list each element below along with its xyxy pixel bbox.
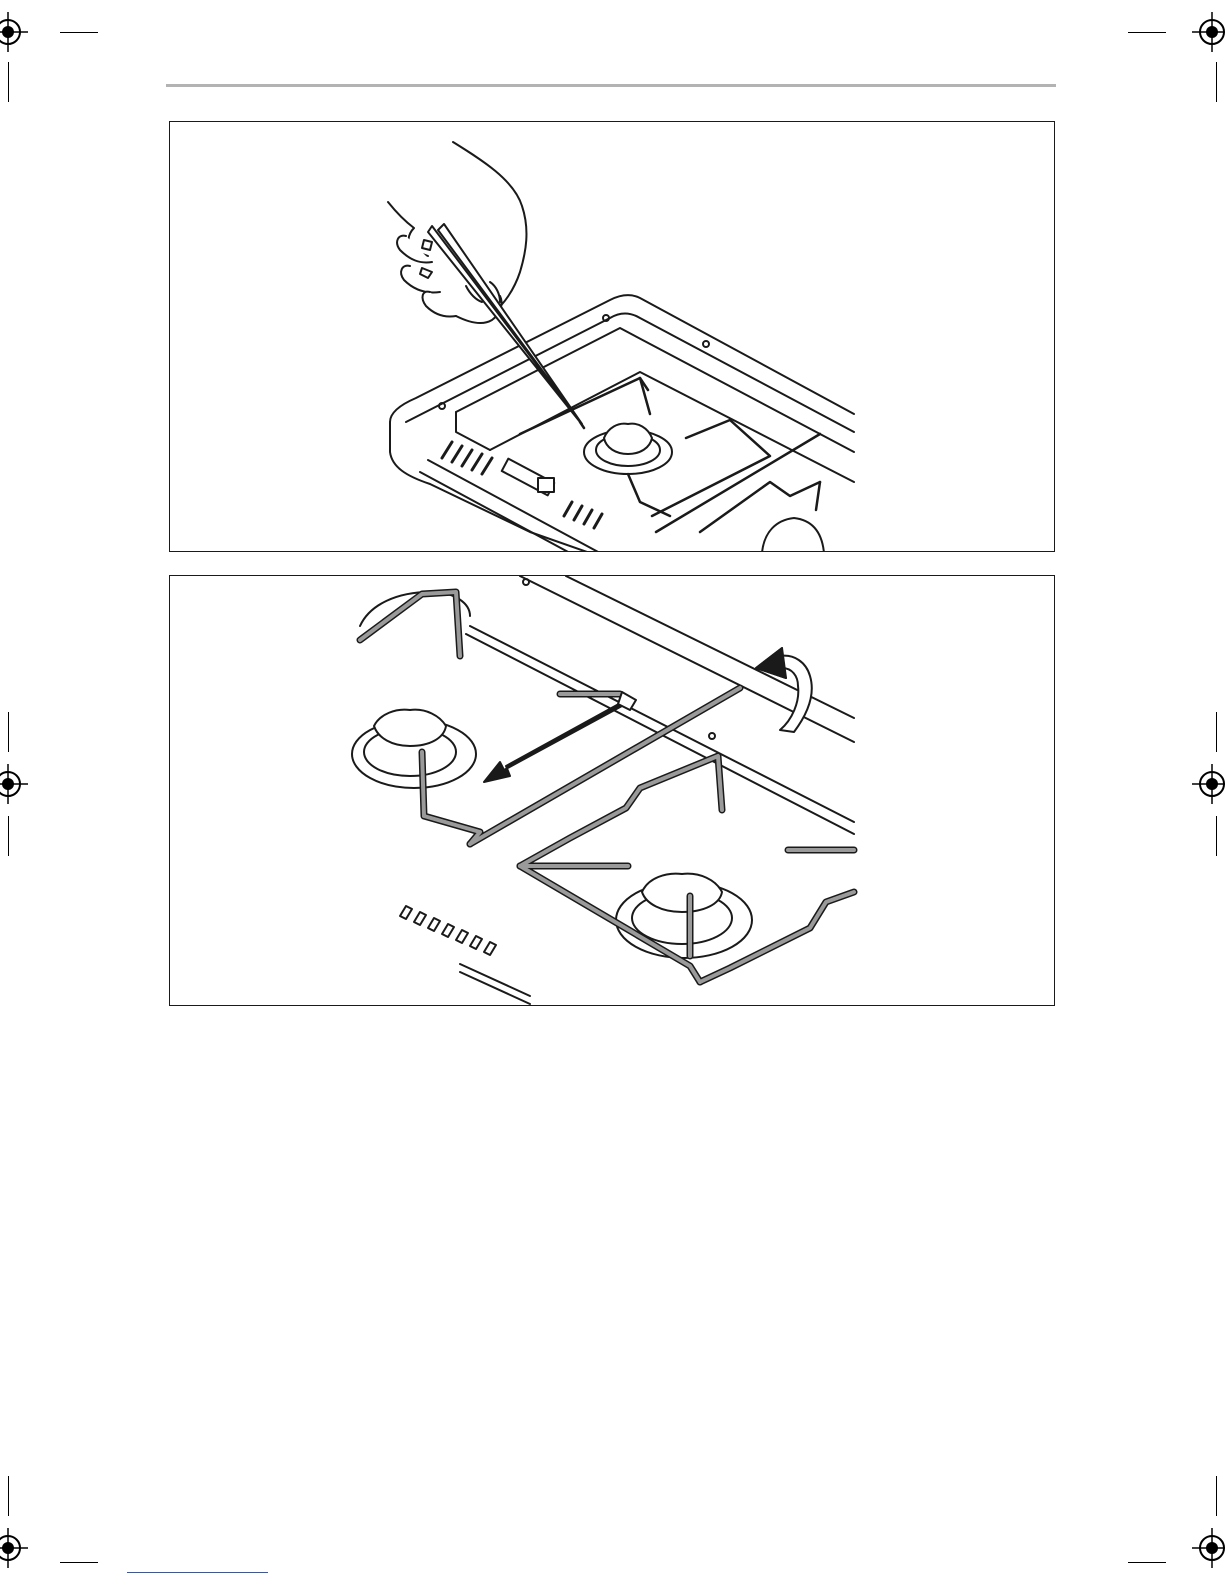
trim-line [1216,712,1217,752]
trim-line [8,62,9,102]
hob-control-strip-top [428,460,600,552]
hand-icon [388,142,526,323]
ignition-knob [538,478,554,492]
second-burner [762,518,824,552]
burner-cap [374,710,446,746]
trim-line [8,1476,9,1516]
footer-link-underline[interactable] [127,1572,268,1573]
registration-mark-icon [1192,764,1225,804]
pan-support-illustration [170,576,1055,1006]
fixing-hole [439,403,445,409]
vent-slots [442,442,602,528]
trim-line [8,816,9,856]
cleaning-burner-illustration [170,122,1055,552]
registration-mark-icon [0,1528,28,1568]
rotate-arrow-icon [756,648,812,732]
trim-line [1128,1562,1166,1563]
trim-line [1216,62,1217,102]
hob-recess-left [456,412,490,450]
vent-slots [400,906,530,1004]
trim-line [60,1562,98,1563]
hob-inner-edge [406,314,854,433]
registration-mark-icon [0,764,28,804]
registration-mark-icon [0,12,28,52]
header-rule [166,84,1056,87]
trim-line [8,712,9,752]
fixing-hole [709,733,715,739]
trim-line [1216,1476,1217,1516]
registration-mark-icon [1192,12,1225,52]
figure-cleaning-burner [169,121,1055,552]
trim-line [60,32,98,33]
registration-mark-icon [1192,1528,1225,1568]
pull-arrow-icon [484,692,636,782]
trim-line [1128,32,1166,33]
figure-pan-support [169,575,1055,1006]
fixing-hole [523,579,529,585]
fixing-hole [603,315,609,321]
trim-line [1216,816,1217,856]
hob-recess-step [490,372,854,482]
fixing-hole [703,341,709,347]
burner-cap [604,424,652,454]
burner-cap [642,874,722,912]
